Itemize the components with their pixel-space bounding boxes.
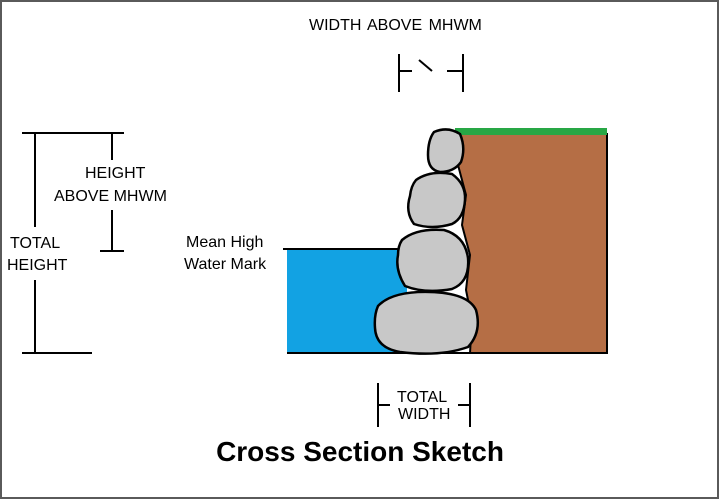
total-width-label-line2: WIDTH [398,406,451,423]
width-above-mhwm-label: WIDTH ABOVE MHWM [309,17,482,34]
total-height-dimension [22,132,124,354]
total-height-label-line1: TOTAL [10,235,61,252]
rock-upper-middle [406,171,467,229]
width-above-mhwm-dimension [398,54,464,92]
total-width-dimension [377,383,471,427]
height-above-mhwm-dimension [100,133,124,252]
mean-high-water-mark-label-line2: Water Mark [184,256,267,273]
height-above-mhwm-label-line2: ABOVE MHWM [54,188,167,205]
soil-bank [456,133,608,354]
mean-high-water-mark-label-line1: Mean High [186,234,264,251]
total-height-label-line2: HEIGHT [7,257,68,274]
grass-strip [455,128,607,135]
rock-bottom [373,290,479,355]
total-width-label-line1: TOTAL [397,389,448,406]
rock-top [426,128,465,174]
height-above-mhwm-label-line1: HEIGHT [85,165,146,182]
rock-lower-middle [396,228,470,293]
diagram-title: Cross Section Sketch [216,436,504,467]
